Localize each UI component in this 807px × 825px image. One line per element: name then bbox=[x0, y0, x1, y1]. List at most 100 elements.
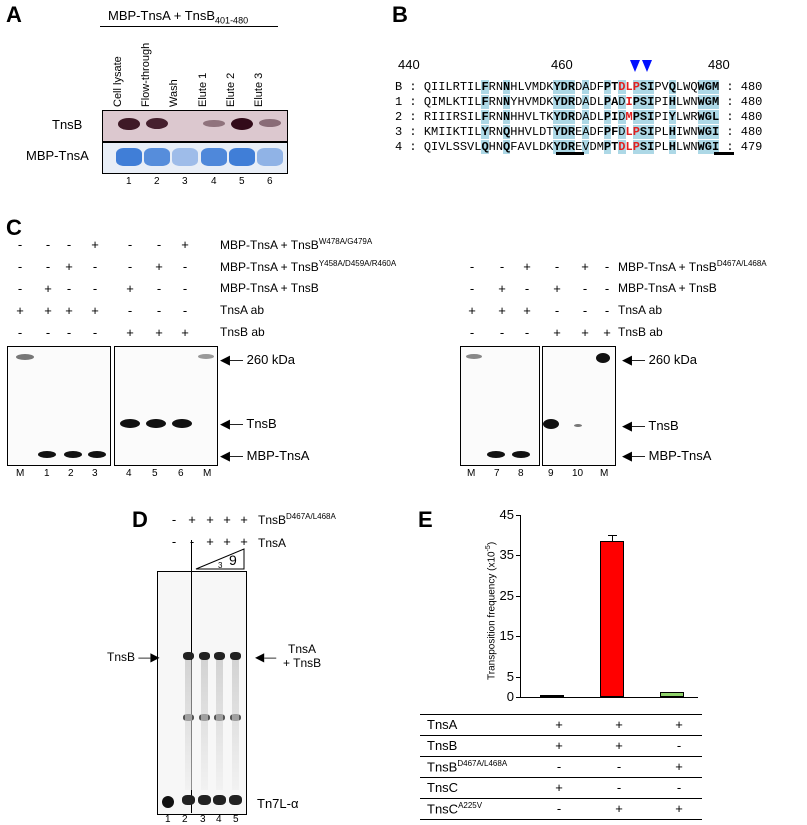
sign: - bbox=[604, 303, 610, 318]
residue: Y bbox=[553, 80, 561, 94]
residue: I bbox=[611, 110, 619, 124]
sign: + bbox=[155, 325, 163, 340]
residue: R bbox=[567, 95, 576, 109]
residue: N bbox=[495, 140, 504, 154]
residue: S bbox=[459, 110, 468, 124]
residue: K bbox=[546, 140, 554, 154]
sign: + bbox=[240, 534, 248, 549]
residue: L bbox=[517, 80, 525, 94]
condition-text: MBP-TnsA + TnsB bbox=[220, 260, 319, 274]
sign: + bbox=[523, 303, 531, 318]
residue: H bbox=[668, 125, 676, 139]
sign: - bbox=[604, 259, 610, 274]
position-label-460: 460 bbox=[551, 57, 573, 72]
residue: R bbox=[567, 125, 576, 139]
residue: D bbox=[560, 95, 568, 109]
residue: G bbox=[704, 125, 712, 139]
residue: I bbox=[675, 125, 684, 139]
lane-number: 5 bbox=[233, 814, 239, 825]
y-tick bbox=[516, 595, 520, 597]
table-row-label: TnsB bbox=[427, 738, 457, 753]
smear bbox=[216, 660, 223, 790]
residue: R bbox=[423, 110, 432, 124]
residue: Y bbox=[481, 125, 489, 139]
table-cell: + bbox=[555, 780, 563, 795]
residue: V bbox=[524, 95, 532, 109]
condition-text: MBP-TnsA + TnsB bbox=[220, 281, 319, 295]
residue: L bbox=[474, 140, 482, 154]
residue: D bbox=[539, 95, 547, 109]
x-axis bbox=[520, 697, 698, 698]
y-tick-label: 45 bbox=[499, 507, 514, 522]
residue: M bbox=[625, 110, 633, 124]
residue: W bbox=[697, 140, 705, 154]
residue: R bbox=[488, 80, 496, 94]
residue: P bbox=[603, 110, 612, 124]
residue: V bbox=[661, 80, 669, 94]
complex-band bbox=[183, 652, 194, 660]
residue: I bbox=[445, 110, 453, 124]
residue: A bbox=[582, 95, 590, 109]
arrow-text: MBP-TnsA bbox=[246, 448, 310, 463]
sign: + bbox=[126, 325, 134, 340]
y-tick-label: 0 bbox=[506, 689, 514, 704]
sign: - bbox=[469, 281, 475, 296]
residue: V bbox=[467, 140, 475, 154]
panel-letter-d: D bbox=[132, 507, 148, 532]
residue: I bbox=[647, 80, 655, 94]
y-tick bbox=[516, 515, 520, 516]
residue: K bbox=[546, 110, 554, 124]
condition-label: TnsA ab bbox=[618, 303, 662, 317]
free-probe-band bbox=[182, 795, 195, 805]
arrow-down-icon bbox=[642, 60, 652, 72]
sign: - bbox=[17, 325, 23, 340]
sign: - bbox=[499, 325, 505, 340]
sequence-end: : 480 bbox=[719, 95, 763, 109]
residue: K bbox=[452, 95, 460, 109]
residue: W bbox=[697, 95, 705, 109]
arrow-260kda: ◀— 260 kDa bbox=[220, 352, 295, 368]
sign: - bbox=[524, 325, 530, 340]
complex-band bbox=[214, 652, 225, 660]
arrow-text: 260 kDa bbox=[648, 352, 698, 367]
tnsb-band bbox=[146, 419, 166, 428]
sign: + bbox=[498, 281, 506, 296]
residue: I bbox=[647, 140, 655, 154]
residue: N bbox=[503, 110, 511, 124]
residue: L bbox=[675, 80, 684, 94]
condition-text: TnsA ab bbox=[220, 303, 265, 317]
sequence-end: : 480 bbox=[719, 110, 763, 124]
residue: N bbox=[690, 140, 698, 154]
sequence-end: : 480 bbox=[719, 125, 763, 139]
residue: I bbox=[661, 110, 669, 124]
residue: L bbox=[661, 140, 669, 154]
residue: T bbox=[611, 80, 619, 94]
residue: P bbox=[603, 140, 612, 154]
gel-box-tnsb-ab bbox=[114, 346, 218, 466]
residue: F bbox=[510, 140, 518, 154]
lane-number: 4 bbox=[126, 468, 132, 479]
residue: D bbox=[618, 95, 626, 109]
y-axis bbox=[520, 515, 521, 697]
tnsb-band bbox=[543, 419, 559, 429]
sign: + bbox=[91, 303, 99, 318]
arrow-markers bbox=[630, 60, 652, 72]
y-label-text: Transposition frequency (x10 bbox=[486, 551, 498, 680]
residue: L bbox=[531, 140, 540, 154]
sign: - bbox=[156, 281, 162, 296]
residue: I bbox=[661, 95, 669, 109]
lane-number: 2 bbox=[182, 814, 188, 825]
arrow-text: MBP-TnsA bbox=[648, 448, 712, 463]
sequence-row: B : QIILRTILFRNNHLVMDKYDRDADFPTDLPSIPVQL… bbox=[395, 80, 762, 94]
sign: + bbox=[553, 281, 561, 296]
arrow-left-icon: ◀— bbox=[220, 352, 247, 367]
residue: Y bbox=[510, 95, 518, 109]
panel-letter-a: A bbox=[6, 2, 22, 27]
residue: L bbox=[474, 125, 482, 139]
panel-a-header: MBP-TnsA + TnsB401-480 bbox=[108, 8, 249, 26]
row-label-tnsb: TnsB bbox=[52, 117, 83, 132]
residue: D bbox=[618, 140, 626, 154]
panel-letter-b: B bbox=[392, 2, 408, 27]
residue: V bbox=[582, 140, 590, 154]
residue: I bbox=[467, 80, 475, 94]
